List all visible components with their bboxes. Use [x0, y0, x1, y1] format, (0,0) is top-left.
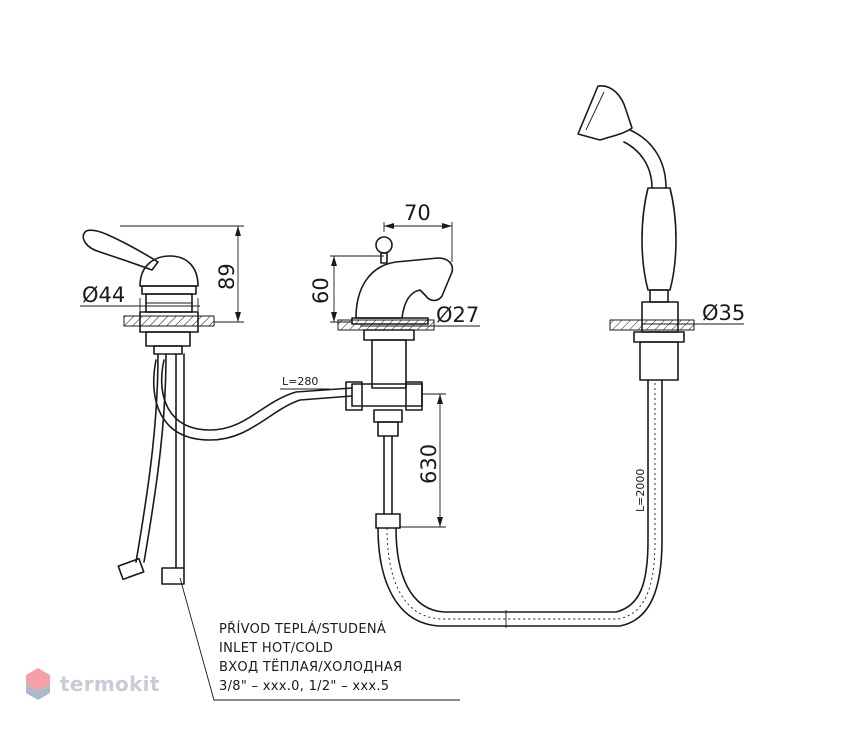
hand-shower [577, 85, 744, 381]
brand-watermark: termokit [24, 666, 160, 702]
dim-spout-reach: 70 [404, 201, 431, 225]
dim-pipe-length: L=280 [282, 375, 318, 388]
lever-mixer [80, 225, 353, 585]
dim-shower-diameter: Ø35 [702, 301, 745, 325]
dim-tail-length: 630 [417, 444, 441, 484]
dim-spout-height: 60 [309, 277, 333, 304]
spout [280, 222, 480, 529]
note-line-czech: PŘÍVOD TEPLÁ/STUDENÁ [219, 622, 387, 637]
dim-spout-diameter: Ø27 [436, 303, 479, 327]
note-line-sizes: 3/8" – xxx.0, 1/2" – xxx.5 [219, 679, 390, 694]
dim-lever-diameter: Ø44 [82, 283, 125, 307]
shower-hose [377, 379, 663, 628]
note-leader [179, 577, 460, 701]
note-line-russian: ВХОД ТЁПЛАЯ/ХОЛОДНАЯ [219, 660, 403, 675]
hexagon-logo-icon [26, 668, 50, 700]
dim-lever-height: 89 [215, 263, 239, 290]
brand-name: termokit [60, 672, 160, 696]
dim-hose-length: L=2000 [634, 469, 647, 512]
note-line-english: INLET HOT/COLD [219, 641, 334, 656]
inlet-note: PŘÍVOD TEPLÁ/STUDENÁ INLET HOT/COLD ВХОД… [219, 620, 402, 696]
